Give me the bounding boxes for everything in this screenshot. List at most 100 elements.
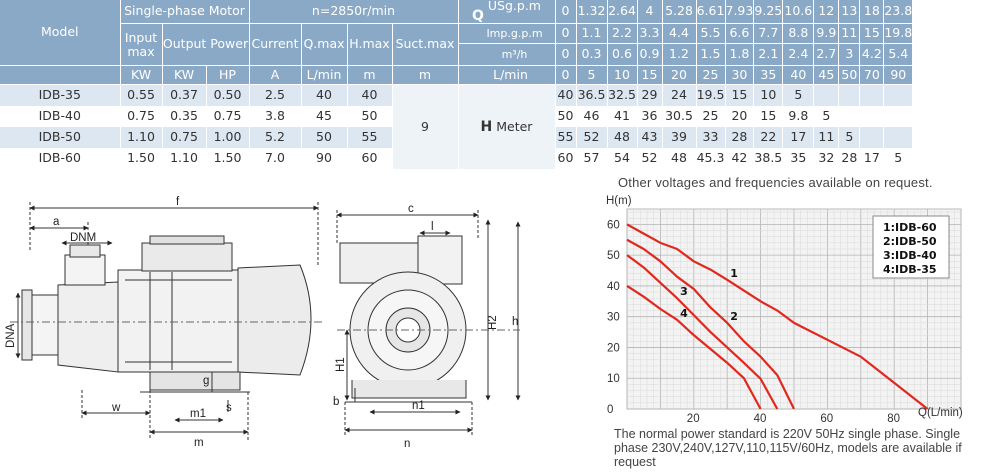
spec-table: Model Single-phase Motor n=2850r/min Q U…	[0, 0, 914, 169]
dim-h1: H1	[335, 357, 347, 372]
dim-c: c	[408, 203, 414, 215]
head-value: 38.5	[753, 147, 784, 169]
usgpm-cell: 0	[555, 0, 577, 24]
lmin-cell: 50	[838, 65, 861, 85]
head-value	[859, 105, 885, 127]
head-value: 11	[813, 126, 840, 148]
unit-blank	[0, 65, 121, 85]
row-current: 3.8	[249, 105, 302, 127]
dim-s: s	[226, 402, 232, 414]
head-value: 45.3	[696, 147, 726, 169]
impgpm-cell: 15	[859, 23, 885, 44]
pump-front-view	[336, 210, 521, 437]
impgpm-cell: 4.4	[662, 23, 697, 44]
head-value	[883, 105, 914, 127]
row-model: IDB-35	[0, 84, 121, 106]
row-qmax: 40	[301, 84, 348, 106]
head-value: 32.5	[607, 84, 638, 106]
header-input-max: Input max	[120, 23, 163, 66]
m3h-label: m³/h	[458, 43, 556, 66]
impgpm-cell: 19.8	[883, 23, 914, 44]
x-tick-label: 40	[754, 413, 767, 425]
head-value: 19.5	[696, 84, 726, 106]
impgpm-cell: 8.8	[782, 23, 815, 44]
chart-ylabel: H(m)	[606, 195, 632, 207]
m3h-cell: 3	[838, 43, 861, 66]
head-value: 43	[637, 126, 663, 148]
dim-dnm: DNM	[70, 232, 96, 244]
row-hmax: 55	[347, 126, 393, 148]
curve-label-1: 1	[730, 267, 738, 280]
y-tick-label: 30	[607, 312, 620, 324]
lmin-cell: 30	[725, 65, 755, 85]
row-output-kw: 0.75	[162, 126, 207, 148]
head-value: 17	[782, 126, 815, 148]
note-voltages: Other voltages and frequencies available…	[618, 175, 933, 190]
dim-m: m	[194, 437, 204, 449]
row-input-max: 0.75	[120, 105, 163, 127]
head-value: 55	[555, 126, 577, 148]
lmin-cell: 45	[813, 65, 840, 85]
row-output-kw: 0.35	[162, 105, 207, 127]
unit-m2: m	[392, 65, 459, 85]
m3h-cell: 2.7	[813, 43, 840, 66]
dim-f: f	[176, 196, 180, 208]
lmin-cell: 70	[859, 65, 885, 85]
head-value: 15	[725, 84, 755, 106]
row-current: 7.0	[249, 147, 302, 169]
head-value: 40	[555, 84, 577, 106]
lmin-label: L/min	[458, 65, 556, 85]
usgpm-cell: 18	[859, 0, 885, 24]
usgpm-cell: 1.32	[576, 0, 608, 24]
header-speed: n=2850r/min	[249, 0, 459, 24]
m3h-cell: 2.4	[782, 43, 815, 66]
lmin-cell: 0	[555, 65, 577, 85]
impgpm-cell: 11	[838, 23, 861, 44]
usgpm-cell: 6.61	[696, 0, 726, 24]
note-power-standard: The normal power standard is 220V 50Hz s…	[614, 427, 962, 469]
front-view-labels: c l h H2 H1 b n1 n	[333, 203, 518, 450]
y-tick-label: 0	[607, 404, 613, 416]
h-symbol: H	[480, 118, 493, 135]
legend-box	[872, 215, 950, 279]
head-value	[883, 84, 914, 106]
curve-3	[626, 254, 779, 410]
curve-1	[626, 223, 929, 410]
head-value: 33	[696, 126, 726, 148]
head-value: 10	[753, 84, 784, 106]
y-tick-label: 20	[607, 342, 620, 354]
header-output-power: Output Power	[162, 23, 250, 66]
head-value: 28	[838, 147, 861, 169]
impgpm-cell: 6.6	[725, 23, 755, 44]
head-value: 17	[859, 147, 885, 169]
head-value: 60	[555, 147, 577, 169]
header-qmax: Q.max	[301, 23, 348, 66]
curve-2	[626, 238, 795, 410]
impgpm-label: Imp.g.p.m	[458, 23, 556, 44]
row-output-hp: 1.00	[206, 126, 250, 148]
head-value: 30.5	[662, 105, 697, 127]
row-model: IDB-50	[0, 126, 121, 148]
usgpm-cell: 9.25	[753, 0, 784, 24]
head-value: 46	[576, 105, 608, 127]
row-qmax: 90	[301, 147, 348, 169]
m3h-cell: 0.3	[576, 43, 608, 66]
usgpm-label: USg.p.m	[487, 0, 541, 13]
usgpm-cell: 7.93	[725, 0, 755, 24]
head-value: 39	[662, 126, 697, 148]
dim-dna: DNA	[5, 323, 17, 348]
header-hmax: H.max	[347, 23, 393, 66]
row-output-hp: 1.50	[206, 147, 250, 169]
head-value: 28	[725, 126, 755, 148]
row-current: 2.5	[249, 84, 302, 106]
y-tick-label: 50	[607, 250, 620, 262]
legend-item-2: 2:IDB-50	[883, 235, 937, 248]
lmin-cell: 40	[782, 65, 815, 85]
head-value: 20	[725, 105, 755, 127]
usgpm-cell: 23.8	[883, 0, 914, 24]
lmin-cell: 15	[637, 65, 663, 85]
head-value: 48	[607, 126, 638, 148]
impgpm-cell: 0	[555, 23, 577, 44]
